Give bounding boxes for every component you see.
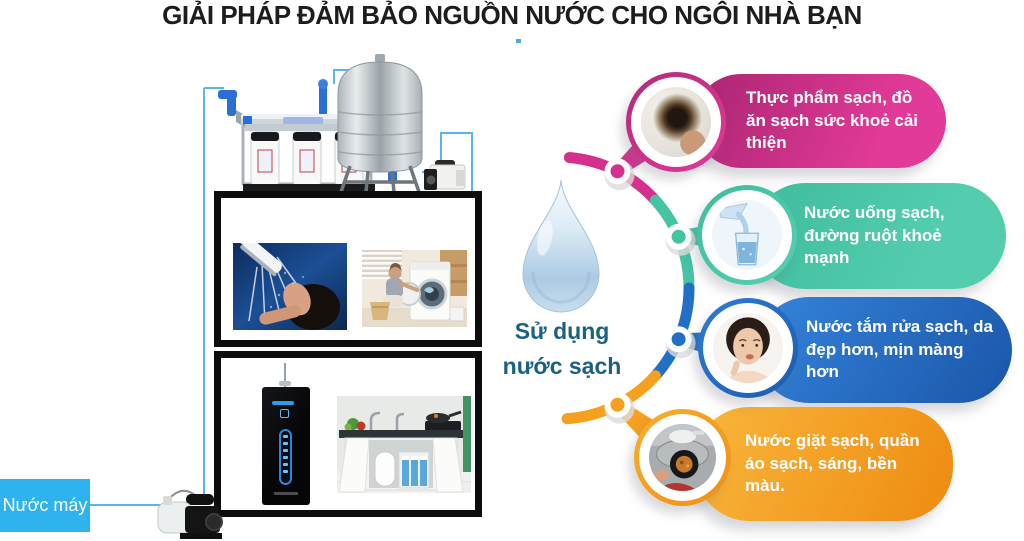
supply-pump xyxy=(157,489,223,539)
tank-body xyxy=(337,61,423,173)
filter-valve-pipe xyxy=(319,86,327,118)
cabinet-door-right xyxy=(432,437,464,493)
shower-head-icon xyxy=(233,243,282,277)
purifier-display-strip xyxy=(279,429,292,485)
benefit-laundry-badge xyxy=(634,409,731,506)
purifier-brand-logo xyxy=(272,401,294,405)
bucket xyxy=(449,306,465,322)
ro-pressure-tank xyxy=(374,451,396,487)
page-title: GIẢI PHÁP ĐẢM BẢO NGUỒN NƯỚC CHO NGÔI NH… xyxy=(162,0,862,30)
benefit-laundry-pill: Nước giặt sạch, quần áo sạch, sáng, bền … xyxy=(695,407,953,521)
ring-nodes xyxy=(604,158,696,424)
benefit-drink-text: Nước uống sạch, đường ruột khoẻ mạnh xyxy=(804,203,945,268)
benefit-food-badge xyxy=(626,72,726,172)
booster-pump xyxy=(424,160,466,190)
washing-machine-icon xyxy=(397,261,451,321)
title-underline-tick xyxy=(516,39,521,43)
tank-legs xyxy=(339,165,421,193)
pump-to-house-pipe xyxy=(440,132,473,191)
benefit-bath-badge xyxy=(698,298,798,398)
water-glass-photo xyxy=(712,200,782,270)
laundry-photo xyxy=(649,424,716,491)
woman-face-photo xyxy=(713,313,783,383)
cabinet-door-left xyxy=(338,437,370,493)
purifier-faucet xyxy=(284,363,286,387)
gas-stove-pan xyxy=(425,410,462,431)
center-label: Sử dụng nước sạch xyxy=(502,318,622,379)
water-purifier-tower xyxy=(262,363,310,505)
tap-water-source-label: Nước máy xyxy=(0,479,90,532)
household-usage-frame-top xyxy=(214,191,482,347)
benefit-drink-badge xyxy=(697,185,797,285)
benefit-bath-text: Nước tắm rửa sạch, da đẹp hơn, mịn màng … xyxy=(806,317,993,382)
vegetables xyxy=(344,418,366,431)
benefit-food-text: Thực phẩm sạch, đồ ăn sạch sức khoẻ cải … xyxy=(746,88,919,153)
washing-machine-photo xyxy=(362,250,467,327)
countertop xyxy=(339,430,463,438)
shower-photo xyxy=(233,243,347,330)
under-sink-ro-filter-photo xyxy=(337,396,471,493)
woman-arm xyxy=(259,305,301,325)
ro-filter-cartridges xyxy=(402,456,427,486)
benefit-laundry-text: Nước giặt sạch, quần áo sạch, sáng, bền … xyxy=(745,431,920,496)
kitchen-faucet xyxy=(369,411,405,430)
source-label-text: Nước máy xyxy=(2,495,88,515)
water-drop-icon xyxy=(522,179,600,313)
benefit-bath-pill: Nước tắm rửa sạch, da đẹp hơn, mịn màng … xyxy=(756,297,1012,403)
stainless-steel-tank xyxy=(337,54,423,193)
filter-base xyxy=(243,184,375,191)
dirty-food-photo xyxy=(641,87,711,157)
window-blinds xyxy=(362,250,402,280)
benefit-food-pill: Thực phẩm sạch, đồ ăn sạch sức khoẻ cải … xyxy=(694,74,946,168)
